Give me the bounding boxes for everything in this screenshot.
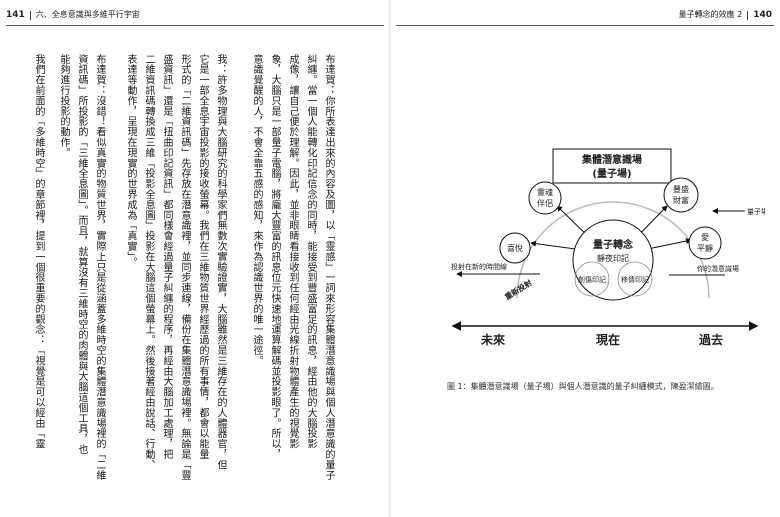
- node-joy: [499, 232, 531, 264]
- text-column: [43, 54, 57, 499]
- node-love: [688, 226, 722, 260]
- right-page-header: 量子轉念的效應 2 140: [679, 7, 772, 23]
- right-header-rule: [396, 25, 774, 26]
- axis-future: 未來: [480, 332, 505, 347]
- label-potential: 量子場的潛能: [747, 207, 765, 216]
- node-love-line-2: 平靜: [697, 243, 713, 253]
- center-line-2: 靜夜印記: [597, 253, 629, 263]
- quantum-field-diagram: 集體潛意識場 (量子場) 靈魂 伴侶 喜悅 豐盛 財富 愛 平靜 量子場的潛能: [445, 148, 765, 348]
- text-column: 盛資訊」還是「扭曲印記資訊」都同樣會經過量子糾纏的程序，再經由大腦加工處理，把: [161, 54, 172, 460]
- text-column: 布達賀：沒錯！看似真實的物質世界，實際上只是從涵蓋多維時空的集體潛意識場裡的「二…: [94, 54, 105, 481]
- right-page-number: 140: [753, 10, 772, 20]
- header-divider: [747, 10, 749, 20]
- left-header-rule: [6, 25, 384, 26]
- text-column: [105, 54, 119, 499]
- left-page-number: 141: [6, 10, 25, 20]
- text-column: 能夠進行投影的動作。: [58, 54, 69, 158]
- text-column: 表達等動作，呈現在現實的世界成為「真實」。: [125, 54, 136, 268]
- text-column: 成像，讓自己便於理解。因此，並非眼睛看接收到任何經由光線折射物體產生的視覺影: [287, 54, 298, 450]
- text-column: 布達賀：你所表達出來的內容及圖，以「靈感」一詞來形容集體潛意識場與個人潛意識的量…: [323, 54, 334, 481]
- center-line-1: 量子轉念: [593, 238, 633, 251]
- label-projection: 投射在新的時間線: [451, 262, 507, 271]
- header-divider: [29, 10, 31, 20]
- title-line-1: 集體潛意識場: [581, 153, 642, 166]
- node-joy-label: 喜悅: [507, 243, 523, 253]
- text-column: 我們在前面的「多維時空」的章節裡，提到一個很重要的觀念：「視覺是可以經由「靈: [33, 54, 44, 450]
- axis-present: 現在: [596, 332, 620, 347]
- text-column: 我：許多物理與大腦研究的科學家們無數次實驗證實，大腦雖然是三維存在的人體器官，但: [215, 54, 226, 470]
- node-wealth-line-1: 豐盛: [673, 184, 689, 194]
- text-column: 糾纏。當一個人能轉化印記信念的同時，能接受到豐盛富足的訊息，經由他的大腦投影: [305, 54, 316, 450]
- node-wealth-line-2: 財富: [673, 195, 689, 205]
- text-column: 二維資訊碼轉換成三維「投影全息圖」投影在大腦這個螢幕上。然後接著經由說話、行動、: [143, 54, 154, 470]
- node-soulmate: [528, 181, 562, 215]
- title-line-2: (量子場): [592, 167, 631, 180]
- page-gutter: [389, 0, 391, 517]
- inner-right-label: 移情印記: [621, 275, 649, 284]
- quantum-shift-circle: [572, 219, 654, 301]
- inner-left-label: 創傷印記: [578, 275, 606, 284]
- axis-past: 過去: [698, 332, 723, 347]
- text-column: 形式的「二維資訊碼」先存放在潛意識裡，並同步連線，備份在集體潛意識場裡。無論是「…: [179, 54, 190, 481]
- left-page-header: 141 六、全息意識與多維平行宇宙: [6, 7, 140, 23]
- collective-field-box: [552, 148, 672, 184]
- text-column: 資訊碼」所投影的「三維全息圖」。而且，就算沒有三維時空的肉體與大腦這個工具，也: [76, 54, 87, 455]
- figure-caption: 圖 1：集體潛意識場（量子場）與個人潛意識的量子糾纏模式，陳盈潔繪圖。: [447, 382, 719, 391]
- node-love-line-1: 愛: [701, 232, 709, 242]
- inner-circle-right: [617, 261, 653, 297]
- node-soulmate-line-2: 伴侶: [537, 198, 553, 208]
- node-soulmate-line-1: 靈魂: [537, 187, 553, 197]
- text-column: [231, 54, 245, 499]
- node-wealth: [663, 177, 699, 213]
- text-column: 象，大腦只是一部量子電腦，將龐大豐富的訊息位元快速地運算解碼並投影眼了。所以，: [269, 54, 280, 460]
- right-running-title: 量子轉念的效應 2: [678, 10, 743, 19]
- inner-circle-left: [574, 261, 610, 297]
- text-column: 它是一部全息宇宙投影的接收螢幕。我們在三維物質世界經歷過的所有事情，都會以能量: [197, 54, 208, 460]
- text-column: 意識覺醒的人，不會全靠五感的感知，來作為認識世界的唯一途徑。: [251, 54, 262, 366]
- label-your-field: 你的潛意識場: [697, 264, 739, 273]
- left-running-title: 六、全息意識與多維平行宇宙: [35, 10, 140, 19]
